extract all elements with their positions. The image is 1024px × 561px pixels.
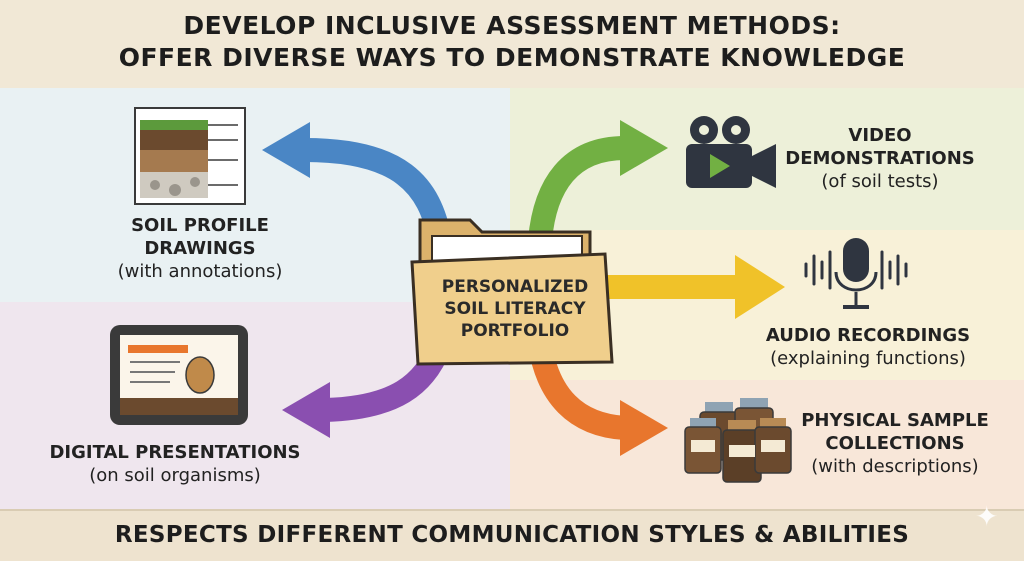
arrow-green [528,120,668,242]
center-line-1: PERSONALIZED [441,277,589,297]
title-band: DEVELOP INCLUSIVE ASSESSMENT METHODS: OF… [0,0,1024,88]
video-label: VIDEO DEMONSTRATIONS (of soil tests) [785,124,975,193]
tablet-presentation-icon [110,325,248,425]
video-sub: (of soil tests) [821,171,939,192]
audio-sub: (explaining functions) [770,348,966,369]
footer-band: RESPECTS DIFFERENT COMMUNICATION STYLES … [0,509,1024,561]
center-line-3: PORTFOLIO [460,321,570,341]
soil-profile-label: SOIL PROFILE DRAWINGS (with annotations) [100,214,300,283]
title-line-2: OFFER DIVERSE WAYS TO DEMONSTRATE KNOWLE… [118,43,906,72]
video-camera-icon [686,116,776,188]
video-head-2: DEMONSTRATIONS [785,148,975,169]
microphone-icon [804,238,908,309]
digital-presentations-sub: (on soil organisms) [89,465,261,486]
physical-head-2: COLLECTIONS [825,433,965,454]
digital-presentations-head: DIGITAL PRESENTATIONS [49,442,301,463]
physical-head-1: PHYSICAL SAMPLE [801,410,989,431]
audio-head: AUDIO RECORDINGS [765,325,971,346]
soil-profile-icon [134,107,246,205]
soil-profile-sub: (with annotations) [117,261,283,282]
folder-icon [410,218,614,366]
audio-label: AUDIO RECORDINGS (explaining functions) [758,324,978,370]
footer-text: RESPECTS DIFFERENT COMMUNICATION STYLES … [114,522,910,548]
sparkle-icon: ✦ [975,500,999,533]
video-head-1: VIDEO [848,125,912,146]
soil-profile-head-1: SOIL PROFILE [131,215,269,236]
sample-jars-icon [684,398,792,483]
center-line-2: SOIL LITERACY [444,299,586,319]
center-portfolio-label: PERSONALIZED SOIL LITERACY PORTFOLIO [435,276,595,342]
physical-label: PHYSICAL SAMPLE COLLECTIONS (with descri… [800,409,990,478]
title-line-1: DEVELOP INCLUSIVE ASSESSMENT METHODS: [183,11,841,40]
physical-sub: (with descriptions) [811,456,979,477]
digital-presentations-label: DIGITAL PRESENTATIONS (on soil organisms… [40,441,310,487]
soil-profile-head-2: DRAWINGS [144,238,256,259]
arrow-yellow [590,255,785,319]
